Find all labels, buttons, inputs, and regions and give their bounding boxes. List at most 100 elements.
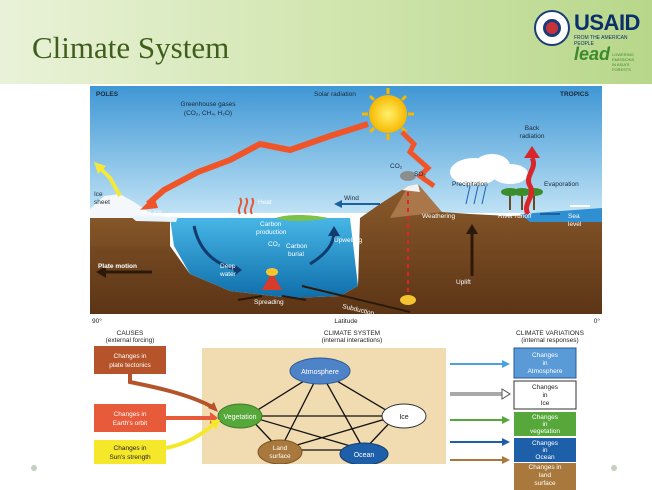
variation-vegetation-label-1: Changes — [532, 414, 559, 421]
ocean — [170, 218, 358, 298]
variation-atmosphere-label-2: in — [542, 360, 547, 367]
node-land-surface: Land surface — [257, 439, 303, 465]
solar-radiation-arrow — [146, 121, 369, 207]
label-sea-level-2: level — [568, 221, 582, 228]
label-back-radiation-2: radiation — [520, 133, 545, 140]
precipitation-icon — [465, 185, 487, 205]
variation-ice-label-1: Changes — [532, 384, 559, 391]
variation-vegetation: Changes in vegetation — [514, 412, 576, 436]
label-wind: Wind — [344, 195, 359, 202]
label-co2-volcano: CO₂ — [390, 163, 403, 170]
cause-plate-tectonics: Changes in plate tectonics — [94, 346, 166, 374]
cause-sun-label-1: Changes in — [114, 445, 147, 452]
heading-climate-system-sub: (internal interactions) — [322, 337, 383, 344]
label-back-radiation-1: Back — [525, 125, 540, 132]
heading-climate-variations-sub: (internal responses) — [521, 337, 578, 344]
bullet-right-icon — [611, 465, 617, 471]
mountain — [390, 184, 442, 218]
label-latitude: Latitude — [334, 318, 358, 325]
tropical-solar-arrow — [400, 130, 436, 189]
cause-orbit-label-2: Earth's orbit — [113, 420, 148, 427]
climate-figure: POLES TROPICS Greenhouse gases (CO₂, CH₄… — [90, 86, 602, 466]
variation-ocean: Changes in Ocean — [514, 438, 576, 462]
usaid-logo-subtext: FROM THE AMERICAN PEOPLE — [574, 35, 628, 47]
variation-ocean-label-2: in — [542, 447, 547, 454]
node-land-label-1: Land — [273, 445, 288, 452]
variation-land-box: Changes in land surface — [514, 464, 576, 490]
label-ice-sheet-1: Ice — [94, 191, 103, 198]
cause-tectonics-label-2: plate tectonics — [109, 362, 151, 369]
label-sea-ice: Sea ice — [140, 209, 162, 216]
cause-sun-strength: Changes in Sun's strength — [94, 440, 166, 464]
node-ice: Ice — [381, 403, 427, 429]
climate-system-illustration: POLES TROPICS Greenhouse gases (CO₂, CH₄… — [90, 86, 602, 466]
variation-atmosphere-label-3: Atmosphere — [527, 368, 562, 375]
label-river-runoff: River runoff — [498, 213, 532, 220]
reflection-arrow — [98, 166, 122, 197]
variation-ocean-label-3: Ocean — [535, 454, 555, 461]
label-carbon-burial-1: Carbon — [286, 243, 308, 250]
heading-causes: CAUSES — [117, 330, 144, 337]
label-tropics: TROPICS — [560, 91, 590, 98]
label-latitude-90: 90° — [92, 317, 102, 325]
carbon-production-icon — [276, 215, 328, 221]
variation-ice-label-2: in — [542, 392, 547, 399]
label-sea-level-1: Sea — [568, 213, 580, 220]
lead-logo-subtext: LOWERING EMISSIONS IN ASIA'S FORESTS — [612, 52, 635, 72]
label-deep-water-2: water — [219, 271, 237, 278]
variation-ocean-label-1: Changes — [532, 440, 559, 447]
variation-land-surface — [514, 463, 576, 464]
sea-ice — [130, 216, 178, 222]
land-ground — [90, 186, 602, 314]
tropical-sea — [520, 208, 602, 222]
label-spreading: Spreading — [254, 299, 284, 306]
label-carbon-production-2: production — [256, 229, 287, 236]
back-radiation-arrow — [524, 156, 536, 216]
label-solar-radiation: Solar radiation — [314, 91, 356, 98]
volcanic-plume — [400, 171, 416, 181]
label-uplift: Uplift — [456, 279, 471, 286]
lead-logo-text: lead — [574, 44, 611, 64]
node-ocean: Ocean — [339, 442, 389, 466]
mountain-snow — [402, 184, 420, 192]
label-co2-ocean: CO₂ — [268, 241, 281, 248]
heading-causes-sub: (external forcing) — [106, 337, 155, 344]
variation-land-label-3: surface — [534, 480, 556, 487]
cause-orbit-label-1: Changes in — [114, 411, 147, 418]
label-carbon-burial-2: burial — [288, 251, 304, 258]
variation-ice: Changes in Ice — [513, 380, 577, 410]
cause-earth-orbit: Changes in Earth's orbit — [94, 404, 166, 432]
cause-tectonics-label-1: Changes in — [114, 353, 147, 360]
usaid-logo-text: USAID — [574, 10, 640, 35]
node-atmosphere-label: Atmosphere — [301, 369, 339, 376]
usaid-seal-icon — [534, 10, 570, 46]
variation-ice-label-3: Ice — [541, 400, 550, 407]
usaid-lead-logo: USAID FROM THE AMERICAN PEOPLE lead LOWE… — [534, 8, 640, 80]
variation-atmosphere-label-1: Changes — [532, 352, 559, 359]
label-precipitation: Precipitation — [452, 181, 488, 188]
label-greenhouse-formula: (CO₂, CH₄, H₂O) — [184, 110, 232, 117]
variation-vegetation-label-2: in — [542, 421, 547, 428]
heading-climate-variations: CLIMATE VARIATIONS — [516, 330, 585, 337]
label-ice-sheet-2: sheet — [94, 199, 110, 206]
heat-arrows-icon — [237, 197, 255, 215]
cause-sun-label-2: Sun's strength — [109, 454, 151, 461]
node-vegetation-label: Vegetation — [223, 414, 256, 421]
variation-vegetation-label-3: vegetation — [530, 428, 560, 435]
sun-strength-arrow — [165, 422, 216, 450]
node-vegetation: Vegetation — [217, 403, 263, 429]
label-heat: Heat — [258, 199, 272, 206]
label-weathering: Weathering — [422, 213, 456, 220]
label-deep-water-1: Deep — [220, 263, 236, 270]
bullet-left-icon — [31, 465, 37, 471]
heading-climate-system: CLIMATE SYSTEM — [324, 330, 380, 337]
node-ocean-label: Ocean — [354, 452, 375, 459]
label-evaporation: Evaporation — [544, 181, 579, 188]
label-carbon-production-1: Carbon — [260, 221, 282, 228]
label-greenhouse-gases: Greenhouse gases — [181, 101, 237, 108]
node-land-label-2: surface — [269, 453, 291, 460]
ice-sheet — [90, 194, 170, 218]
variation-atmosphere: Changes in Atmosphere — [513, 347, 577, 379]
label-upwelling: Upwelling — [334, 237, 363, 244]
